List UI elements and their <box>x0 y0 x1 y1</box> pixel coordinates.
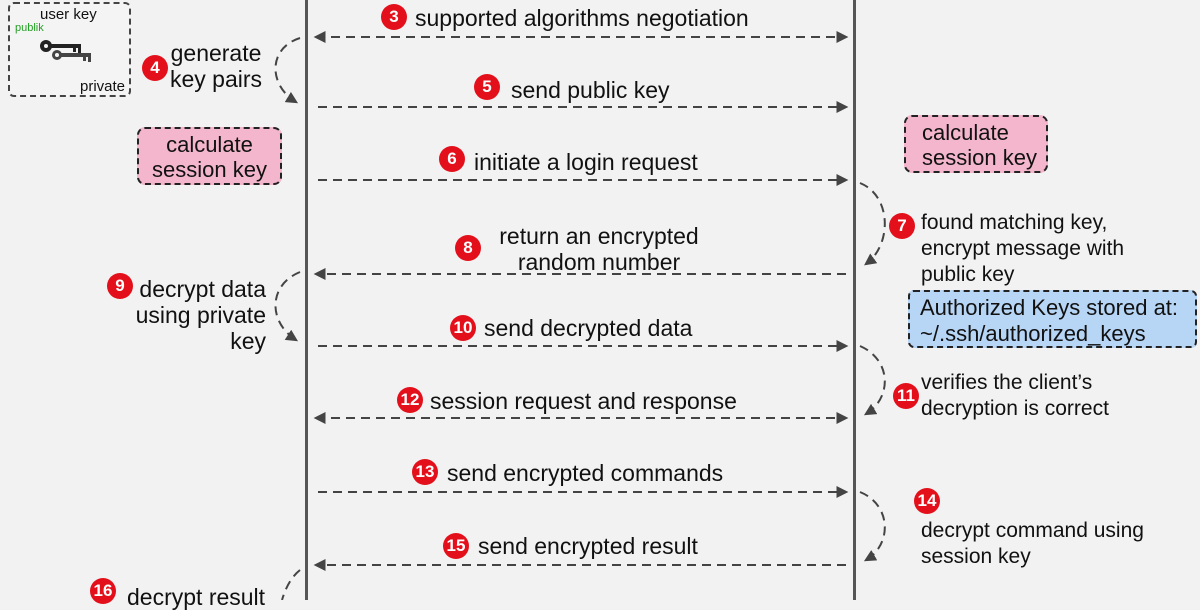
step-badge-16: 16 <box>90 578 116 604</box>
curve-step-7 <box>859 182 886 266</box>
step-badge-11: 11 <box>893 383 919 409</box>
authorized-keys-text: Authorized Keys stored at: ~/.ssh/author… <box>920 295 1179 346</box>
note-decrypt-result: decrypt result <box>127 584 266 610</box>
curve-step-9 <box>274 271 301 342</box>
message-step-15: send encrypted result <box>478 533 698 559</box>
note-generate-key-pairs: generate key pairs <box>170 40 263 92</box>
step-badge-4: 4 <box>142 55 168 81</box>
step-badge-13: 13 <box>412 459 438 485</box>
message-step-8: return an encrypted random number <box>499 223 699 275</box>
step-badge-14: 14 <box>914 488 940 514</box>
publik-label: publik <box>15 22 44 34</box>
step-badge-9: 9 <box>107 273 133 299</box>
step-badge-5: 5 <box>474 74 500 100</box>
client-lifeline <box>305 0 308 600</box>
step-badge-8: 8 <box>455 235 481 261</box>
server-session-key-box: calculate session key <box>904 115 1048 173</box>
authorized-keys-box: Authorized Keys stored at: ~/.ssh/author… <box>908 290 1197 348</box>
step-badge-10: 10 <box>450 315 476 341</box>
step-badge-12: 12 <box>397 387 423 413</box>
user-key-box: user key publik private <box>8 2 131 97</box>
curve-step-16 <box>281 569 301 600</box>
step-badge-15: 15 <box>443 533 469 559</box>
curve-step-4 <box>274 37 301 104</box>
note-decrypt-data: decrypt data using private key <box>135 276 266 354</box>
note-decrypt-command: decrypt command using session key <box>921 519 1144 568</box>
step-badge-3: 3 <box>381 4 407 30</box>
note-verifies-decryption: verifies the client’s decryption is corr… <box>921 371 1109 420</box>
note-found-matching-key: found matching key, encrypt message with… <box>921 211 1125 286</box>
curve-step-11 <box>859 345 886 416</box>
private-label: private <box>80 78 126 95</box>
step-badge-6: 6 <box>439 146 465 172</box>
message-step-13: send encrypted commands <box>447 460 724 486</box>
message-step-5: send public key <box>511 77 670 103</box>
message-step-6: initiate a login request <box>474 149 698 175</box>
server-session-key-text: calculate session key <box>922 120 1037 170</box>
client-session-key-text: calculate session key <box>152 132 267 182</box>
curve-step-14 <box>859 491 886 562</box>
step-badge-7: 7 <box>889 213 915 239</box>
server-lifeline <box>853 0 856 600</box>
user-key-title: user key <box>40 6 97 23</box>
message-step-3: supported algorithms negotiation <box>415 5 749 31</box>
message-step-10: send decrypted data <box>484 315 693 341</box>
key-icon <box>37 36 97 71</box>
message-step-12: session request and response <box>430 388 737 414</box>
client-session-key-box: calculate session key <box>137 127 282 185</box>
